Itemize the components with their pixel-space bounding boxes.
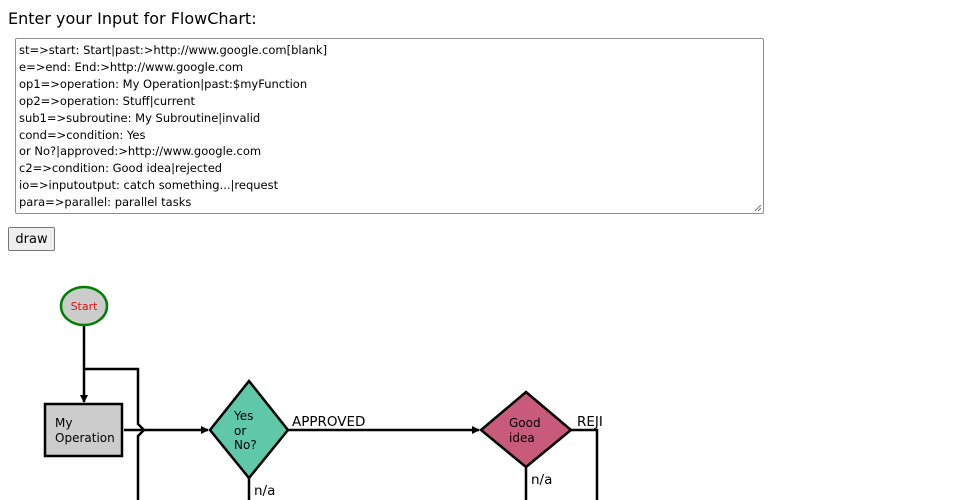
approved-edge-label: APPROVED: [292, 414, 365, 430]
operation-node[interactable]: My Operation: [43, 402, 124, 458]
good-idea-label-line: Good: [509, 416, 541, 430]
edge-loop: [84, 367, 146, 500]
good-idea-label-line: idea: [509, 431, 535, 445]
input-line: sub1=>subroutine: My Subroutine|invalid: [19, 110, 261, 125]
input-line: e=>end: End:>http://www.google.com: [19, 59, 244, 74]
condition-label-line: No?: [234, 438, 257, 452]
operation-label-line: My: [55, 416, 72, 430]
page-heading: Enter your Input for FlowChart:: [8, 9, 257, 28]
condition-label-line: Yes: [233, 409, 253, 423]
input-line: cond=>condition: Yes: [19, 127, 146, 142]
good-idea-condition-node[interactable]: Good idea: [479, 390, 573, 469]
input-line: io=>inputoutput: catch something...|requ…: [19, 178, 279, 193]
c2-no-edge-label: n/a: [531, 472, 552, 488]
condition-label-line: or: [234, 424, 246, 438]
resize-grip-icon[interactable]: [754, 204, 762, 212]
flowchart-input-textarea[interactable]: st=>start: Start|past:>http://www.google…: [15, 38, 764, 214]
input-line: or No?|approved:>http://www.google.com: [19, 144, 262, 159]
condition-no-edge-label: n/a: [254, 483, 275, 499]
draw-button[interactable]: draw: [8, 227, 55, 251]
edge-c2-rejected: [571, 428, 599, 500]
input-line: op2=>operation: Stuff|current: [19, 93, 196, 108]
input-line: para=>parallel: parallel tasks: [19, 195, 192, 210]
input-line: st=>start: Start|past:>http://www.google…: [19, 43, 328, 57]
input-line: op1=>operation: My Operation|past:$myFun…: [19, 76, 308, 91]
start-label: Start: [71, 300, 99, 313]
start-node[interactable]: Start: [59, 285, 109, 327]
operation-label-line: Operation: [55, 431, 115, 445]
condition-node[interactable]: Yes or No?: [208, 378, 290, 480]
rejected-edge-label: REJI: [577, 414, 603, 430]
input-line: c2=>condition: Good idea|rejected: [19, 161, 223, 176]
